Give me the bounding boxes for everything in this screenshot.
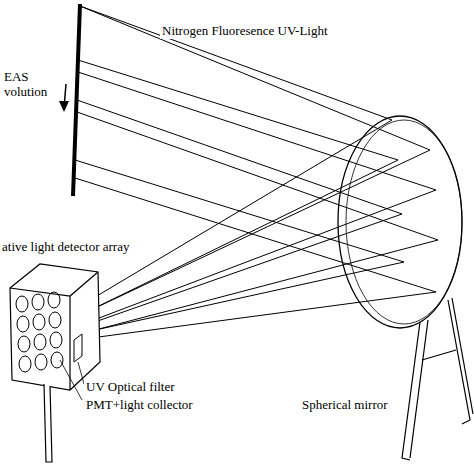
incoming-ray: [80, 6, 392, 120]
filter-label: UV Optical filter: [84, 380, 177, 395]
uv-filter: [74, 334, 82, 362]
pmt-tube: [34, 334, 46, 350]
pmt-tube: [32, 294, 44, 310]
mirror-label: Spherical mirror: [300, 398, 390, 413]
leader-lines: [60, 360, 84, 400]
pmt-grid: [16, 292, 63, 372]
pmt-tube: [17, 316, 29, 332]
pmt-tube: [35, 354, 47, 370]
mirror-rim: [346, 120, 462, 324]
arrowhead: [59, 101, 69, 112]
pmt-tube: [50, 332, 62, 348]
pmt-tube: [51, 352, 63, 368]
spherical-mirror: [338, 116, 462, 328]
pmt-tube: [49, 312, 61, 328]
pmt-label: PMT+light collector: [84, 398, 195, 413]
mirror-stand: [402, 298, 473, 460]
pmt-tube: [19, 356, 31, 372]
pmt-tube: [16, 296, 28, 312]
detector-array: [10, 264, 100, 462]
pmt-tube: [18, 336, 30, 352]
array-label: ative light detector array: [0, 240, 131, 255]
pmt-tube: [48, 292, 60, 308]
pmt-tube: [33, 314, 45, 330]
shower-label: EAS volution: [2, 70, 62, 100]
shower-track: [73, 4, 80, 196]
ray-label: Nitrogen Fluoresence UV-Light: [160, 24, 330, 39]
